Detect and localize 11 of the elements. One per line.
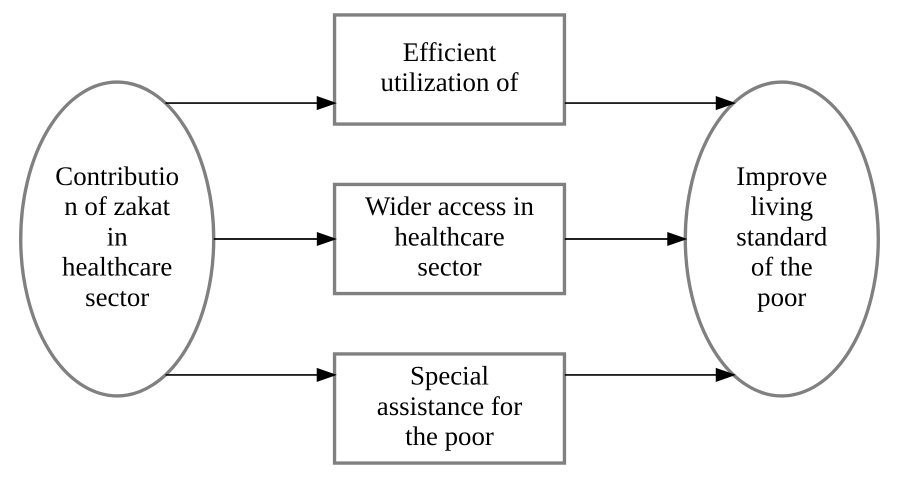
arrow — [166, 96, 337, 110]
node-ellipse: Contributio n of zakat in healthcare sector — [19, 80, 216, 398]
node-box: Wider access in healthcare sector — [332, 182, 566, 296]
arrow — [564, 232, 688, 246]
arrow — [214, 232, 338, 246]
node-ellipse: Improve living standard of the poor — [684, 80, 880, 398]
node-box: Special assistance for the poor — [332, 352, 566, 465]
arrow — [564, 368, 736, 382]
node-box: Efficient utilization of — [332, 13, 566, 126]
arrow — [166, 368, 337, 382]
arrow — [564, 96, 736, 110]
